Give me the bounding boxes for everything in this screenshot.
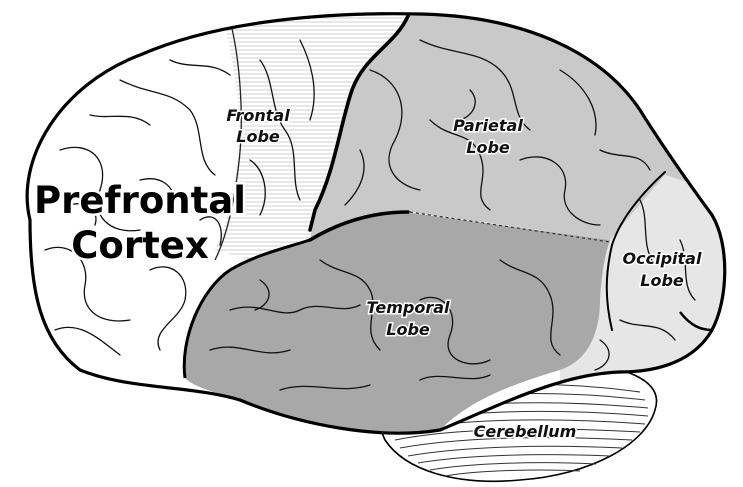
temporal-lobe-region — [184, 212, 610, 434]
frontal-prefrontal-boundary — [214, 19, 242, 261]
prefrontal-label-line2: Cortex — [71, 224, 209, 267]
labels: Frontal Lobe Parietal Lobe Prefrontal Co… — [32, 105, 704, 443]
parietal-label-line2: Lobe — [466, 138, 510, 157]
gyri-lines — [44, 39, 696, 391]
occipital-label-line2: Lobe — [640, 271, 684, 290]
lateral-sulcus-upper — [308, 210, 410, 242]
occipital-label-line1: Occipital — [623, 249, 702, 268]
occipital-notch — [679, 311, 713, 332]
brain-outline — [25, 12, 727, 435]
temporal-label-line1: Temporal — [367, 298, 451, 317]
parietal-label-line1: Parietal — [453, 116, 523, 135]
frontal-label-line1: Frontal — [226, 106, 290, 125]
central-sulcus — [308, 14, 410, 232]
occipital-boundary — [605, 171, 666, 331]
temporal-lower-boundary — [182, 238, 311, 379]
cerebellum-label: Cerebellum — [474, 422, 577, 441]
frontal-label-line2: Lobe — [236, 127, 280, 146]
temporal-label-line2: Lobe — [386, 320, 430, 339]
prefrontal-label-line1: Prefrontal — [34, 179, 246, 222]
temporal-parietal-divider — [409, 211, 611, 243]
